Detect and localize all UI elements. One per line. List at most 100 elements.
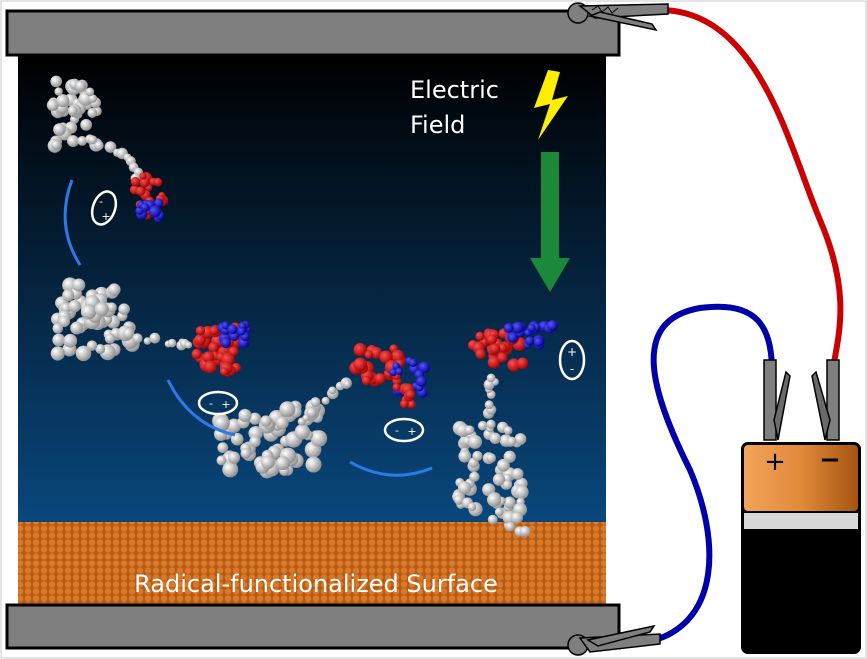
arc <box>63 179 82 266</box>
atom <box>407 400 416 409</box>
atom <box>498 343 508 353</box>
atom <box>227 324 238 335</box>
atom <box>106 302 117 313</box>
atom <box>519 526 531 537</box>
atom <box>306 407 317 418</box>
atom <box>510 511 523 524</box>
dipole-3: - + <box>383 417 425 443</box>
atom <box>310 430 328 447</box>
atom <box>475 331 485 341</box>
atom <box>194 334 206 346</box>
atom <box>275 416 289 430</box>
atom <box>457 481 472 495</box>
atom <box>486 334 498 345</box>
atom <box>494 507 504 517</box>
arc <box>349 460 433 477</box>
atom <box>149 332 161 344</box>
atom <box>209 325 219 336</box>
atom <box>374 373 386 385</box>
atom <box>503 323 514 334</box>
dipole-2: - + <box>197 390 239 416</box>
atom <box>216 455 227 466</box>
atom <box>132 333 143 344</box>
dipole-1: - + <box>90 190 118 226</box>
atom <box>468 434 483 449</box>
functionalized-surface <box>18 522 606 605</box>
atom <box>62 289 75 302</box>
atom <box>486 453 496 463</box>
atom <box>135 186 146 196</box>
atom <box>475 348 486 360</box>
atom <box>130 176 141 187</box>
atom <box>46 99 59 112</box>
atom <box>260 455 275 470</box>
atom <box>191 348 202 360</box>
atom <box>405 389 416 400</box>
atom <box>51 139 61 150</box>
atom <box>472 450 483 462</box>
atom <box>140 203 150 212</box>
interaction-arcs <box>63 179 433 477</box>
atom <box>489 343 501 355</box>
surface-label: Radical-functionalized Surface <box>134 570 498 598</box>
battery-positive-clip <box>763 359 791 441</box>
atom <box>184 341 193 349</box>
dipole-4: + - <box>558 339 586 381</box>
atom <box>68 299 81 313</box>
atom <box>489 432 501 445</box>
atom <box>279 401 296 418</box>
atom <box>72 278 86 292</box>
atom <box>310 397 321 407</box>
atom <box>67 135 79 148</box>
dipole-sign: + <box>101 210 110 223</box>
atom <box>167 338 177 348</box>
atom <box>364 350 374 359</box>
atom <box>533 336 544 347</box>
atom <box>237 327 246 336</box>
bottom-electrode-plate <box>5 603 621 650</box>
atom <box>353 343 367 357</box>
atom <box>497 458 510 472</box>
atom <box>52 323 64 334</box>
atom <box>208 342 219 353</box>
atom <box>63 333 78 348</box>
atom <box>305 456 322 473</box>
positive-wire <box>659 7 844 369</box>
atom <box>86 340 98 351</box>
atom <box>389 368 398 377</box>
lightning-bolt-icon <box>534 70 568 140</box>
atom <box>53 123 66 136</box>
atom <box>497 352 508 363</box>
atom <box>220 367 229 376</box>
atom <box>453 494 465 505</box>
atom <box>469 471 480 482</box>
atom <box>353 357 368 372</box>
atom <box>58 315 71 328</box>
dipole-sign: + <box>407 425 416 438</box>
dipole-sign: - <box>99 195 103 208</box>
atom <box>514 485 529 500</box>
atom <box>379 350 393 364</box>
atom <box>88 135 98 145</box>
atom <box>70 321 84 335</box>
dipole-sign: + <box>221 398 230 411</box>
bottom-alligator-clip <box>567 624 661 656</box>
atom <box>248 412 262 425</box>
top-alligator-clip <box>567 2 669 32</box>
atom <box>391 349 405 363</box>
atom <box>50 75 62 88</box>
atom <box>486 373 496 383</box>
atom <box>220 337 232 349</box>
atom <box>80 118 92 131</box>
battery-negative-terminal: − <box>819 445 841 475</box>
atom <box>503 496 516 509</box>
atom <box>302 414 310 422</box>
atom <box>118 303 130 315</box>
atom <box>213 415 230 432</box>
atom <box>139 172 147 180</box>
atom <box>546 320 558 332</box>
atom <box>408 358 418 368</box>
atom <box>507 332 518 343</box>
